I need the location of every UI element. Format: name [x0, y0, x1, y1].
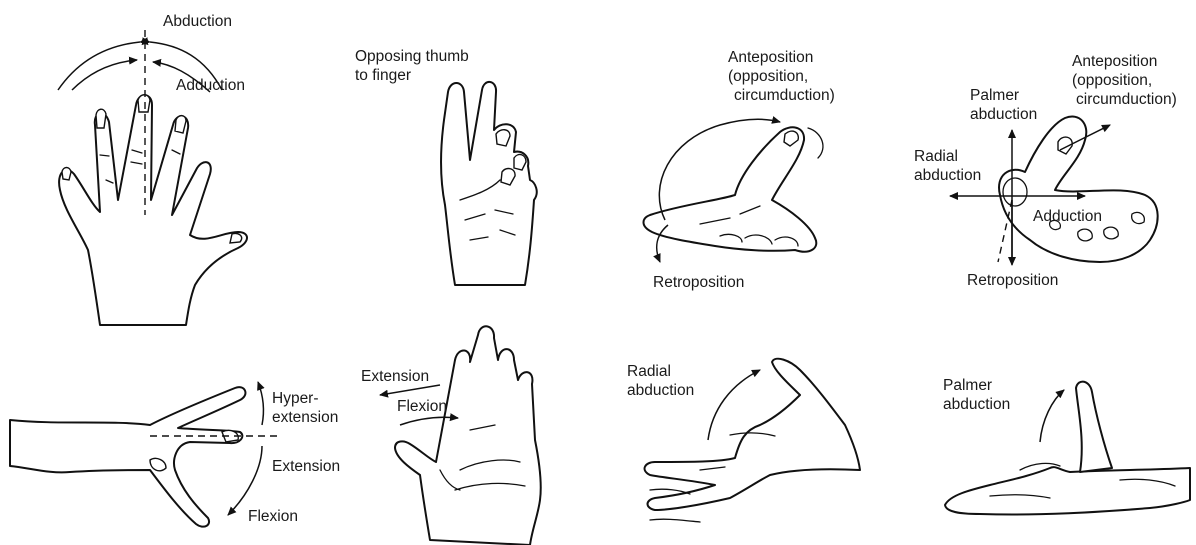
label-hyper: Hyper-: [272, 389, 319, 408]
label-retroposition-2: Retroposition: [967, 271, 1058, 290]
label-palmer-abduction-2: abduction: [943, 395, 1010, 414]
label-hyperextension: extension: [272, 408, 338, 427]
label-flexion-2: Flexion: [397, 397, 447, 416]
label-palmer-abduction: abduction: [970, 105, 1037, 124]
label-radial-2: Radial: [627, 362, 671, 381]
label-adduction: Adduction: [176, 76, 245, 95]
label-to-finger: to finger: [355, 66, 411, 85]
hand-abduction-icon: [58, 30, 247, 325]
thumb-axes-icon: [950, 117, 1158, 265]
label-anteposition: Anteposition: [728, 48, 813, 67]
label-radial-abduction-2: abduction: [627, 381, 694, 400]
label-palmer: Palmer: [970, 86, 1019, 105]
label-retroposition: Retroposition: [653, 273, 744, 292]
label-palmer-2: Palmer: [943, 376, 992, 395]
label-opposition-2: (opposition,: [1072, 71, 1152, 90]
label-radial: Radial: [914, 147, 958, 166]
label-anteposition-2: Anteposition: [1072, 52, 1157, 71]
hand-anteposition-icon: [644, 119, 823, 262]
label-flexion: Flexion: [248, 507, 298, 526]
finger-flexion-icon: [10, 382, 280, 527]
label-opposing-thumb: Opposing thumb: [355, 47, 469, 66]
label-circumduction-2: circumduction): [1076, 90, 1177, 109]
label-extension: Extension: [272, 457, 340, 476]
label-opposition: (opposition,: [728, 67, 808, 86]
hand-opposition-icon: [441, 82, 537, 285]
label-adduction-2: Adduction: [1033, 207, 1102, 226]
palm-extension-icon: [380, 326, 541, 545]
label-radial-abduction: abduction: [914, 166, 981, 185]
label-circumduction: circumduction): [734, 86, 835, 105]
label-extension-2: Extension: [361, 367, 429, 386]
label-abduction: Abduction: [163, 12, 232, 31]
